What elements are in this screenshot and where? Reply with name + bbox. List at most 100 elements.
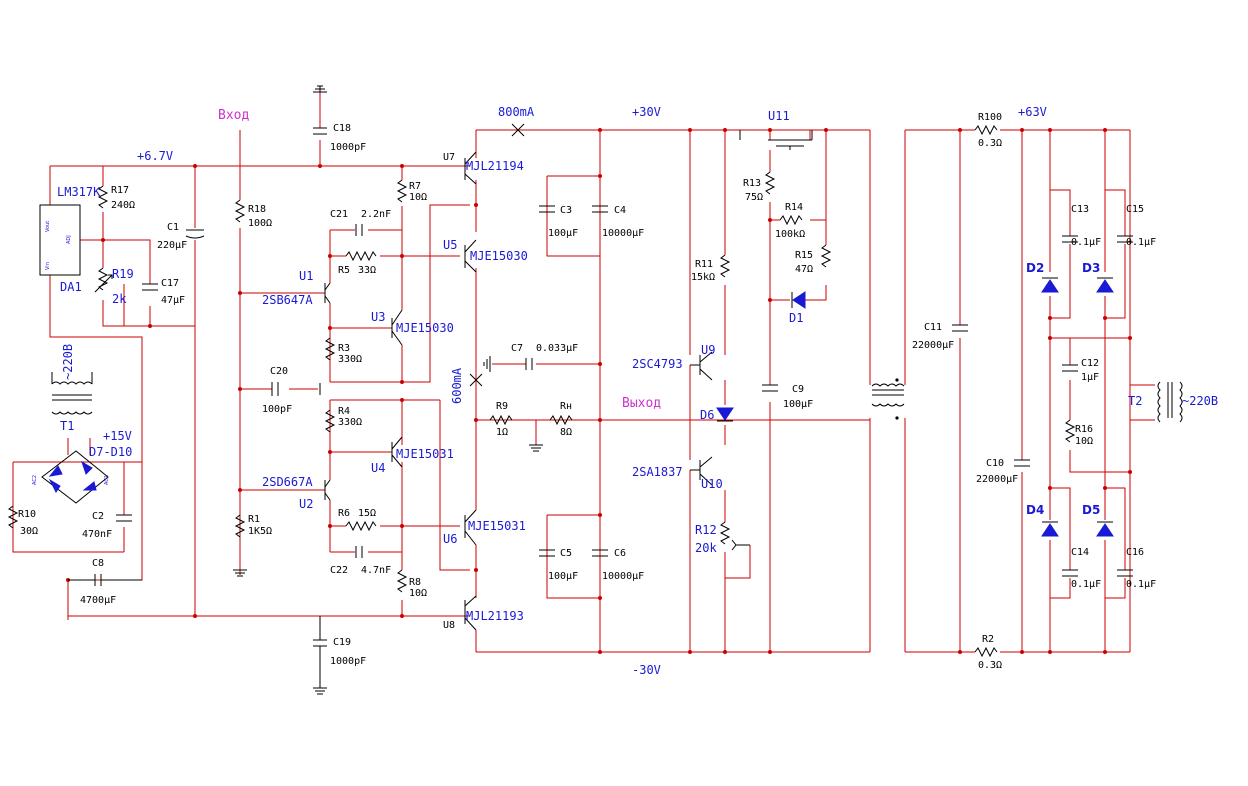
capacitors-c13-label: C13: [1071, 204, 1089, 215]
transformer-t2-icon: [1157, 381, 1183, 423]
capacitors-c15-v-label: 0.1µF: [1126, 237, 1156, 248]
transistors-u8-label: U8: [443, 620, 455, 631]
diode-d6-icon: [716, 407, 734, 422]
c21-symbol: [355, 224, 363, 236]
c11-symbol: [952, 324, 968, 332]
diodes-d1-label: D1: [789, 311, 803, 325]
capacitors-c3-label: C3: [560, 205, 572, 216]
r7-symbol: [396, 179, 408, 203]
r16-symbol: [1064, 419, 1076, 443]
resistors-r19-label: R19: [112, 267, 134, 281]
resistors-r18-label: R18: [248, 204, 266, 215]
capacitors-c21-v-label: 2.2nF: [361, 209, 391, 220]
diode-d2-icon: [1041, 277, 1059, 293]
r17-symbol: [97, 185, 109, 209]
resistors-r5-label: R5: [338, 265, 350, 276]
transistor-u7-icon: [464, 151, 477, 185]
diodes-d5-label: D5: [1082, 503, 1100, 517]
output-label: Выход: [622, 396, 661, 411]
diodes-d4-label: D4: [1026, 503, 1044, 517]
capacitors-c16-label: C16: [1126, 547, 1144, 558]
capacitors-c17-v-label: 47µF: [161, 295, 185, 306]
c16-symbol: [1117, 569, 1133, 577]
t1-label: T1: [60, 419, 74, 433]
diode-d4-icon: [1041, 521, 1059, 537]
capacitors-c10-v-label: 22000µF: [976, 474, 1018, 485]
mosfet-u11-icon: [739, 130, 813, 150]
junctions: [66, 128, 1132, 654]
transistor-u5-icon: [464, 239, 477, 273]
probe-800ma-icon: [511, 123, 525, 137]
resistors-r100-label: R100: [978, 112, 1002, 123]
resistors-r18-v-label: 100Ω: [248, 218, 272, 229]
resistors-r14-label: R14: [785, 202, 803, 213]
capacitors-c15-label: C15: [1126, 204, 1144, 215]
capacitors-c5-v-label: 100µF: [548, 571, 578, 582]
resistors-rn-label: Rн: [560, 401, 572, 412]
resistors-r10-label: R10: [18, 509, 36, 520]
transistors-u8-part-label: MJL21193: [466, 609, 524, 623]
c19-symbol: [313, 616, 327, 672]
capacitors-c12-label: C12: [1081, 358, 1099, 369]
wires: [12, 92, 1155, 653]
r19-arrow: [94, 274, 113, 293]
resistors-r11-v-label: 15kΩ: [691, 272, 715, 283]
resistors-r12-v-label: 20k: [695, 541, 717, 555]
capacitors-c18-label: C18: [333, 123, 351, 134]
capacitors-c1-label: C1: [167, 222, 179, 233]
capacitors-c6-label: C6: [614, 548, 626, 559]
transistors-u9-label: U9: [701, 343, 715, 357]
capacitors-c10-label: C10: [986, 458, 1004, 469]
ics-vin-label: Vin: [45, 262, 51, 270]
resistors-r2-label: R2: [982, 634, 994, 645]
capacitors-c11-label: C11: [924, 322, 942, 333]
labels: Вход Выход +6.7V +30V -30V +63V +15V 800…: [18, 105, 1218, 677]
resistors-r17-label: R17: [111, 185, 129, 196]
resistors-r6-v-label: 15Ω: [358, 508, 376, 519]
rail-plus63-label: +63V: [1018, 105, 1047, 119]
t1-primary-label: ~220В: [61, 344, 75, 380]
r1-symbol: [234, 514, 246, 538]
capacitors-c11-v-label: 22000µF: [912, 340, 954, 351]
capacitors-c7-label: C7: [511, 343, 523, 354]
ics-ac1-label: AC1: [104, 475, 110, 485]
current-800ma-label: 800mA: [498, 105, 535, 119]
c4-symbol: [592, 205, 608, 213]
resistors-r16-label: R16: [1075, 424, 1093, 435]
resistors-r13-v-label: 75Ω: [745, 192, 763, 203]
transistor-u9-icon: [690, 351, 713, 381]
rn-symbol: [549, 414, 573, 426]
c18-symbol: [313, 127, 327, 135]
c9-symbol: [762, 384, 778, 392]
resistors-r11-label: R11: [695, 259, 713, 270]
capacitors-c22-label: C22: [330, 565, 348, 576]
c3-symbol: [539, 205, 555, 213]
resistors-r9-v-label: 1Ω: [496, 427, 508, 438]
r19-symbol: [97, 267, 109, 291]
resistors-r7-v-label: 10Ω: [409, 192, 427, 203]
resistors-r2-v-label: 0.3Ω: [978, 660, 1002, 671]
resistors-r1-v-label: 1K5Ω: [248, 526, 272, 537]
transistors-u4-part-label: MJE15031: [396, 447, 454, 461]
capacitors-c12-v-label: 1µF: [1081, 372, 1099, 383]
transistor-u4-icon: [391, 436, 403, 468]
transistors-u3-part-label: MJE15030: [396, 321, 454, 335]
capacitors-c16-v-label: 0.1µF: [1126, 579, 1156, 590]
diode-d3-icon: [1096, 277, 1114, 293]
transistors-u5-label: U5: [443, 238, 457, 252]
rail-plus15-label: +15V: [103, 429, 132, 443]
r9-symbol: [489, 414, 513, 426]
resistors-r7-label: R7: [409, 181, 421, 192]
r100-symbol: [974, 124, 998, 136]
c15-symbol: [1117, 235, 1133, 243]
capacitors-c1-v-label: 220µF: [157, 240, 187, 251]
c8-symbol: [68, 574, 142, 586]
transistors-u3-label: U3: [371, 310, 385, 324]
resistors-rn-v-label: 8Ω: [560, 427, 572, 438]
capacitors-c4-v-label: 10000µF: [602, 228, 644, 239]
r15-symbol: [820, 244, 832, 268]
transformer-t1-icon: [51, 372, 93, 415]
rail-plus6-7-label: +6.7V: [137, 149, 173, 163]
bridge-label: D7-D10: [89, 445, 132, 459]
